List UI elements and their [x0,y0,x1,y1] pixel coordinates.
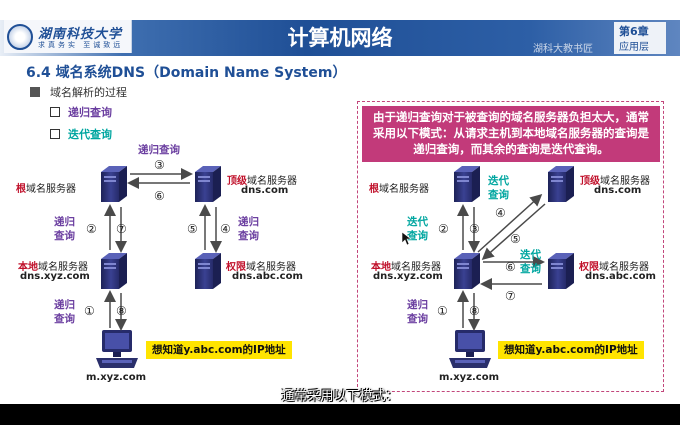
left-local-label: 本地域名服务器 [18,262,88,273]
left-query-label-tld: 递归查询 [238,216,259,242]
left-step-7: ⑦ [116,222,127,236]
right-step-7: ⑦ [505,289,516,303]
bullet-recursive: 递归查询 [68,106,112,119]
left-host-label: m.xyz.com [86,372,147,383]
left-auth-server-icon [195,253,221,289]
left-step-4: ④ [220,222,231,236]
left-step-1: ① [84,304,95,318]
right-question-tag: 想知道y.abc.com的IP地址 [498,341,644,359]
right-diagram [449,166,574,368]
right-iterative-label-auth: 迭代查询 [520,249,541,275]
slide: 湖南科技大学 求真务实 至诚致远 计算机网络 湖科大教书匠 第6章 应用层 6.… [0,0,680,404]
chapter-name: 应用层 [619,42,649,53]
right-auth-domain: dns.abc.com [585,271,656,282]
course-title: 计算机网络 [287,26,393,50]
left-root-label: 根域名服务器 [16,184,76,195]
right-tld-server-icon [548,166,574,202]
iterative-diagram-frame [357,101,664,392]
right-step-2: ② [438,222,449,236]
left-auth-domain: dns.abc.com [232,271,303,282]
right-local-label: 本地域名服务器 [371,262,441,273]
left-tld-label: 顶级域名服务器 [227,176,297,187]
right-root-label: 根域名服务器 [369,184,429,195]
right-local-domain: dns.xyz.com [373,271,443,282]
section-title: 6.4 域名系统DNS（Domain Name System） [26,65,347,81]
right-root-server-icon [454,166,480,202]
letterbox-bottom [0,404,680,425]
left-query-label-host: 递归查询 [54,299,75,325]
watermark: 湖科大教书匠 [533,44,593,55]
left-local-domain: dns.xyz.com [20,271,90,282]
left-step-8: ⑧ [116,304,127,318]
right-host-computer-icon [449,330,491,368]
right-local-server-icon [454,253,480,289]
right-tld-domain: dns.com [594,185,642,196]
right-recursive-label-host: 递归查询 [407,299,428,325]
left-diagram [96,166,222,368]
university-seal-icon [7,24,33,50]
left-local-server-icon [101,253,127,289]
right-step-6: ⑥ [505,260,516,274]
left-auth-label: 权限域名服务器 [226,262,296,273]
right-host-label: m.xyz.com [439,372,500,383]
left-tld-domain: dns.com [241,185,289,196]
right-auth-label: 权限域名服务器 [579,262,649,273]
right-step-1: ① [437,304,448,318]
left-query-label-root: 递归查询 [54,216,75,242]
left-step-3: ③ [154,158,165,172]
university-motto: 求真务实 至诚致远 [38,41,124,49]
left-host-computer-icon [96,330,138,368]
university-logo: 湖南科技大学 求真务实 至诚致远 [4,20,132,53]
bullet-square-icon [30,87,40,97]
left-step-6: ⑥ [154,189,165,203]
right-step-5: ⑤ [510,232,521,246]
checkbox-iterative[interactable] [50,129,60,139]
left-step-5: ⑤ [187,222,198,236]
bullet-iterative: 迭代查询 [68,128,112,141]
left-step-2: ② [86,222,97,236]
right-iterative-label-root: 迭代查询 [407,216,428,242]
left-root-server-icon [101,166,127,202]
chapter-number: 第6章 [619,25,649,38]
bullet-main-text: 域名解析的过程 [50,86,127,99]
university-name: 湖南科技大学 [38,27,123,42]
right-step-4: ④ [495,206,506,220]
right-step-8: ⑧ [469,304,480,318]
video-subtitle: 通常采用以下模式： [281,389,399,404]
explanation-note: 由于递归查询对于被查询的域名服务器负担太大，通常采用以下模式：从请求主机到本地域… [362,106,660,162]
right-auth-server-icon [548,253,574,289]
checkbox-recursive[interactable] [50,107,60,117]
left-question-tag: 想知道y.abc.com的IP地址 [146,341,292,359]
left-tld-server-icon [195,166,221,202]
right-tld-label: 顶级域名服务器 [580,176,650,187]
dns-diagrams [96,166,574,368]
chapter-badge [614,22,666,54]
right-step-3: ③ [469,222,480,236]
right-iterative-label-tld: 迭代查询 [488,175,509,201]
left-query-label-top: 递归查询 [138,144,180,156]
